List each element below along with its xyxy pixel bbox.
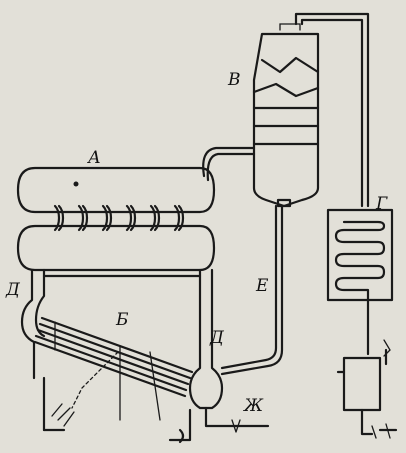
label-d-left: Д [6, 280, 20, 300]
condenser-g [326, 208, 394, 302]
side-headers-d [20, 268, 224, 410]
column-v [252, 23, 320, 208]
connecting-rings [53, 204, 185, 232]
pipe-e [220, 204, 284, 376]
label-zh: Ж [244, 396, 264, 416]
top-pipe [294, 12, 370, 208]
inclined-tube-bundle-b [33, 316, 194, 421]
label-e: Е [256, 276, 269, 296]
label-a: А [88, 148, 101, 168]
outlet-zh [204, 406, 270, 433]
label-b: Б [116, 310, 129, 330]
lower-drum [16, 224, 216, 272]
steam-pipe [202, 146, 256, 182]
firebox [42, 376, 192, 444]
receiver-vessel [336, 298, 398, 439]
label-g: Г [376, 194, 388, 214]
label-d-right: Д [210, 328, 224, 348]
label-v: В [228, 70, 241, 90]
upper-drum-a [16, 166, 216, 214]
